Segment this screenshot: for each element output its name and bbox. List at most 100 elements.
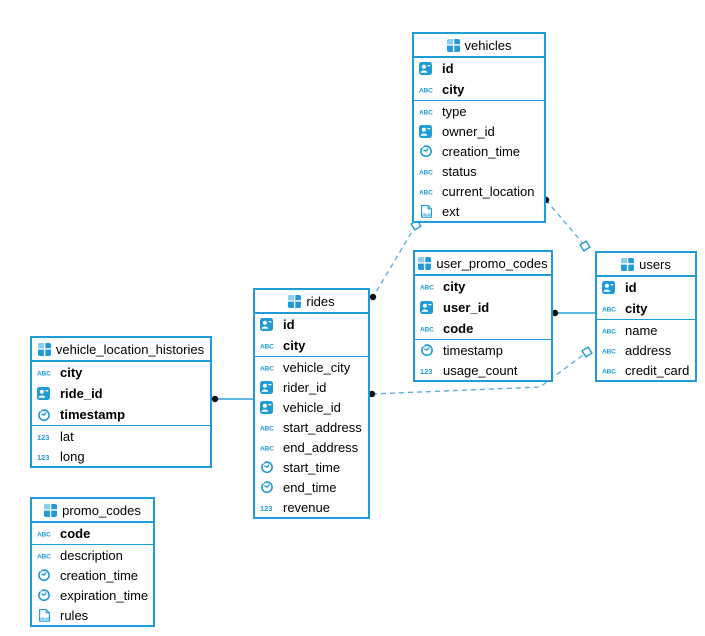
field-name: description [60,547,123,563]
field-row-creation_time[interactable]: creation_time [414,141,544,161]
relation-dot-endpoint [551,309,559,317]
relation-dot-endpoint [368,390,376,398]
table-header[interactable]: vehicles [414,34,544,58]
field-row-vehicle_id[interactable]: vehicle_id [255,397,368,417]
table-grid-icon [44,503,58,517]
timestamp-type-icon [420,343,439,357]
svg-text:ABC: ABC [37,553,51,560]
svg-text:ABC: ABC [260,445,274,452]
field-row-expiration_time[interactable]: expiration_time [32,585,153,605]
field-name: revenue [283,499,330,515]
svg-text:ABC: ABC [602,368,616,375]
svg-text:JSON: JSON [40,616,51,621]
number-type-icon: 123 [260,501,279,514]
timestamp-type-icon [260,460,279,474]
field-row-rider_id[interactable]: rider_id [255,377,368,397]
field-row-description[interactable]: ABC description [32,545,153,565]
relation-vehicles-users[interactable] [542,196,591,252]
text-type-icon: ABC [602,364,621,377]
relation-vehicle_location_histories-rides[interactable] [211,395,253,403]
text-type-icon: ABC [260,441,279,454]
field-name: city [443,279,466,294]
table-name: promo_codes [62,502,141,518]
table-header[interactable]: vehicle_location_histories [32,338,210,362]
relation-rides-users[interactable] [368,346,593,398]
field-row-start_time[interactable]: start_time [255,457,368,477]
text-type-icon: ABC [602,344,621,357]
table-header[interactable]: user_promo_codes [415,252,551,276]
field-row-timestamp[interactable]: timestamp [32,404,210,425]
field-row-address[interactable]: ABC address [597,340,695,360]
svg-text:ABC: ABC [420,327,434,334]
field-row-owner_id[interactable]: owner_id [414,121,544,141]
field-row-id[interactable]: id [255,314,368,335]
user-id-type-icon [419,124,438,138]
svg-text:ABC: ABC [420,285,434,292]
field-name: code [443,321,474,336]
svg-text:ABC: ABC [260,344,274,351]
user-id-type-icon [260,400,279,414]
field-name: city [625,301,648,316]
field-row-user_id[interactable]: user_id [415,297,551,318]
field-name: address [625,342,672,358]
svg-text:ABC: ABC [260,425,274,432]
field-row-ride_id[interactable]: ride_id [32,383,210,404]
svg-text:ABC: ABC [37,371,51,378]
field-name: end_address [283,439,359,455]
table-header[interactable]: users [597,253,695,277]
field-row-id[interactable]: id [597,277,695,298]
field-row-timestamp[interactable]: timestamp [415,340,551,360]
svg-text:ABC: ABC [419,169,433,176]
field-row-revenue[interactable]: 123 revenue [255,497,368,517]
field-row-end_time[interactable]: end_time [255,477,368,497]
table-header[interactable]: rides [255,290,368,314]
field-row-end_address[interactable]: ABC end_address [255,437,368,457]
table-header[interactable]: promo_codes [32,499,153,523]
number-type-icon: 123 [37,430,56,443]
timestamp-type-icon [37,408,56,422]
text-type-icon: ABC [602,324,621,337]
user-id-type-icon [420,301,439,314]
relation-user_promo_codes-users[interactable] [551,309,595,317]
text-type-icon: ABC [37,366,56,379]
relation-diamond-endpoint [581,346,593,358]
field-name: vehicle_city [283,359,351,375]
field-row-city[interactable]: ABC city [415,276,551,297]
field-row-code[interactable]: ABC code [415,318,551,339]
relation-dot-endpoint [369,293,377,301]
field-row-creation_time[interactable]: creation_time [32,565,153,585]
user-id-type-icon [260,380,279,394]
field-row-id[interactable]: id [414,58,544,79]
table-grid-icon [288,294,302,308]
user-id-type-icon [419,62,438,75]
timestamp-type-icon [37,568,56,582]
field-name: user_id [443,300,490,315]
